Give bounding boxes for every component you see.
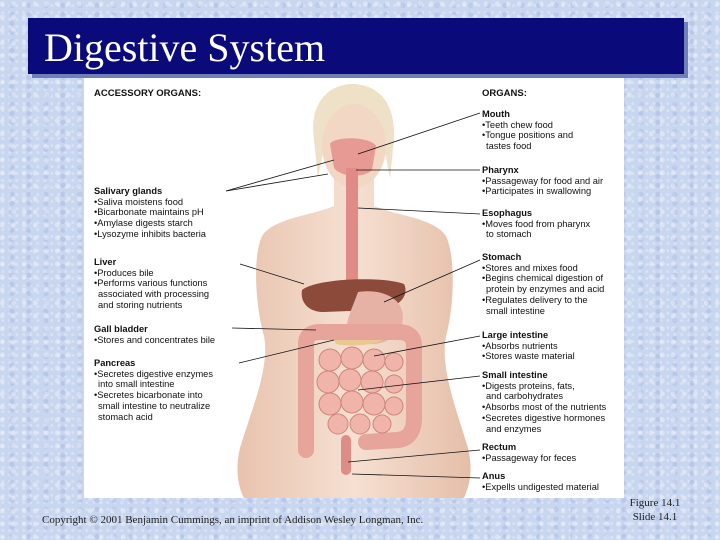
label-mouth: Mouth •Teeth chew food •Tongue positions… [482,109,573,152]
organ-line: •Regulates delivery to the [482,294,588,305]
mouth-region [330,138,376,176]
title-bar: Digestive System [28,18,684,74]
label-pancreas: Pancreas •Secretes digestive enzymes int… [94,358,213,422]
organ-name: Large intestine [482,330,549,340]
organ-line: •Secretes digestive hormones [482,412,606,423]
organ-line: stomach acid [98,411,153,422]
organ-line: •Passageway for feces [482,452,577,463]
organ-line: small intestine [486,305,545,316]
organ-line: •Digests proteins, fats, [482,380,575,391]
organ-line: •Lysozyme inhibits bacteria [94,228,206,239]
organ-line: •Performs various functions [94,278,208,289]
label-salivary-glands: Salivary glands •Saliva moistens food •B… [94,186,206,240]
figure-caption: Figure 14.1 Slide 14.1 [600,496,710,524]
slide-number: Slide 14.1 [632,511,678,523]
organ-line: •Teeth chew food [482,119,553,130]
organ-line: and carbohydrates [486,391,564,402]
diagram-panel: ACCESSORY ORGANS: ORGANS: Salivary gland… [84,78,624,498]
organ-line: into small intestine [98,379,175,390]
organ-name: Stomach [482,252,522,262]
organ-line: and storing nutrients [98,299,183,310]
slide-title: Digestive System [44,25,326,70]
small-intestine [316,346,404,435]
leader-lines [225,112,481,479]
label-rectum: Rectum •Passageway for feces [482,442,576,463]
label-small-intestine: Small intestine •Digests proteins, fats,… [482,370,606,434]
organ-line: protein by enzymes and acid [486,284,605,295]
organ-name: Liver [94,257,117,267]
organ-line: •Stores and mixes food [482,262,578,273]
organ-line: •Produces bile [94,267,154,278]
label-large-intestine: Large intestine •Absorbs nutrients •Stor… [482,330,575,362]
organ-line: •Participates in swallowing [482,186,592,197]
label-liver: Liver •Produces bile •Performs various f… [94,257,209,311]
organs-heading: ORGANS: [482,88,527,99]
organ-name: Anus [482,471,506,481]
organ-line: and enzymes [486,423,542,434]
label-esophagus: Esophagus •Moves food from pharynx to st… [482,208,590,240]
organ-line: •Secretes digestive enzymes [94,368,214,379]
organ-name: Pharynx [482,165,519,175]
large-intestine [298,324,422,458]
copyright-notice: Copyright © 2001 Benjamin Cummings, an i… [42,514,424,526]
organ-name: Salivary glands [94,186,163,196]
organ-name: Gall bladder [94,324,148,334]
organ-line: •Stores waste material [482,351,575,362]
organ-line: •Absorbs nutrients [482,340,558,351]
label-pharynx: Pharynx •Passageway for food and air •Pa… [482,165,603,197]
organ-line: •Stores and concentrates bile [94,334,216,345]
label-stomach: Stomach •Stores and mixes food •Begins c… [482,252,604,316]
organ-name: Rectum [482,442,517,452]
accessory-organs-heading: ACCESSORY ORGANS: [94,88,202,99]
figure-number: Figure 14.1 [629,497,681,509]
body-illustration [225,84,481,498]
organ-line: •Passageway for food and air [482,175,604,186]
organ-name: Small intestine [482,370,548,380]
organ-line: to stomach [486,229,532,240]
organ-line: •Amylase digests starch [94,218,193,229]
organ-line: •Absorbs most of the nutrients [482,402,607,413]
organ-line: •Saliva moistens food [94,196,184,207]
organ-line: small intestine to neutralize [98,400,211,411]
organ-line: •Expells undigested material [482,481,599,492]
label-anus: Anus •Expells undigested material [482,471,599,492]
organ-name: Pancreas [94,358,136,368]
organ-line: tastes food [486,141,532,152]
hair [313,84,395,178]
organ-line: associated with processing [98,289,210,300]
organ-line: •Tongue positions and [482,130,574,141]
organ-name: Esophagus [482,208,533,218]
organ-line: •Begins chemical digestion of [482,273,604,284]
organ-line: •Bicarbonate maintains pH [94,207,204,218]
esophagus [346,168,358,292]
organ-line: •Moves food from pharynx [482,218,591,229]
organ-name: Mouth [482,109,510,119]
organ-line: •Secretes bicarbonate into [94,390,203,401]
label-gall-bladder: Gall bladder •Stores and concentrates bi… [94,324,215,345]
